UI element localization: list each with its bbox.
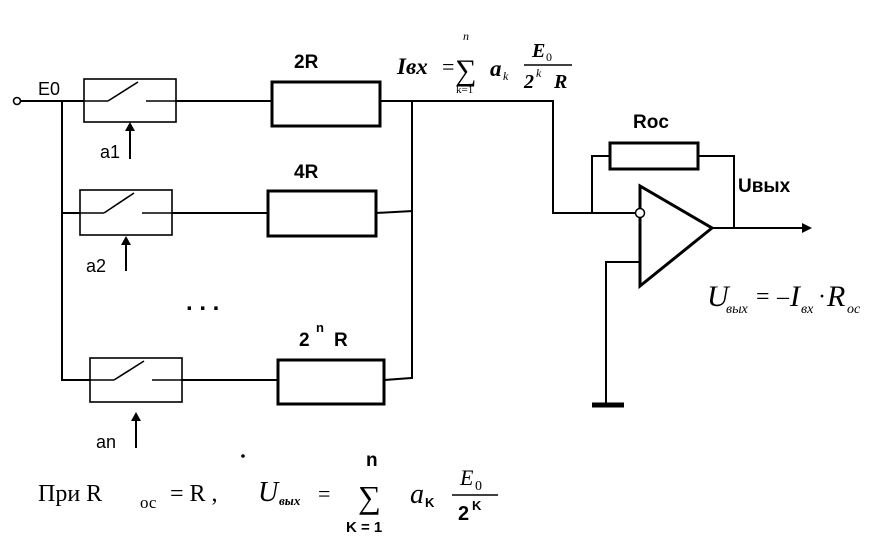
- svg-text:ос: ос: [140, 493, 157, 512]
- svg-text:U: U: [707, 280, 731, 313]
- svg-text:0: 0: [475, 479, 482, 494]
- svg-text:U: U: [258, 477, 280, 508]
- label-an: an: [96, 432, 116, 452]
- control-arrow-a2: [121, 236, 131, 271]
- svg-text:вых: вых: [726, 302, 749, 317]
- svg-text:n: n: [366, 450, 378, 471]
- svg-text:E: E: [531, 40, 545, 62]
- svg-text:вх: вх: [801, 302, 814, 317]
- svg-text:R: R: [826, 280, 845, 313]
- label-roc: Roc: [633, 112, 669, 133]
- summing-wire: [411, 100, 637, 214]
- formula-bottom: При R ос = R , U вых = n ∑ K = 1 a K E 0…: [38, 450, 498, 536]
- control-arrow-a1: [125, 122, 135, 159]
- control-arrow-an: [131, 412, 141, 448]
- svg-text:2: 2: [458, 503, 469, 525]
- svg-text:a: a: [490, 56, 502, 81]
- stray-dot: [241, 454, 245, 458]
- svg-text:K: K: [472, 498, 482, 513]
- svg-text:= R ,: = R ,: [170, 481, 218, 507]
- svg-text:n: n: [463, 29, 469, 43]
- svg-text:∑: ∑: [455, 54, 476, 87]
- svg-text:I: I: [789, 280, 802, 313]
- label-e0: E0: [38, 79, 60, 99]
- input-terminal: [12, 96, 22, 106]
- switch-n: [89, 357, 183, 403]
- svg-text:ос: ос: [847, 302, 861, 317]
- label-2r: 2R: [294, 52, 319, 73]
- svg-text:k=1: k=1: [456, 84, 473, 96]
- svg-text:∑: ∑: [358, 479, 381, 515]
- label-a1: a1: [100, 142, 120, 162]
- label-4r: 4R: [294, 162, 319, 183]
- svg-text:·: ·: [818, 284, 826, 310]
- branch2-out-wire: [374, 209, 414, 215]
- svg-text:a: a: [410, 479, 424, 510]
- resistor-2r: [270, 80, 382, 128]
- svg-text:0: 0: [546, 50, 552, 64]
- formula-iin: Iвх = n ∑ k=1 a k E 0 2 k R: [396, 29, 572, 96]
- resistor-2nr: [276, 358, 386, 406]
- svg-text:вых: вых: [279, 493, 301, 508]
- svg-text:K: K: [425, 495, 435, 510]
- feedback-wire-right: [697, 155, 735, 229]
- svg-text:K = 1: K = 1: [346, 519, 382, 536]
- label-2nr-base: 2: [299, 330, 310, 351]
- opamp: [638, 183, 715, 290]
- switch-2: [79, 189, 173, 236]
- resistor-4r: [266, 189, 378, 238]
- switch-1: [83, 78, 177, 123]
- resistor-roc: [608, 141, 700, 171]
- branchn-out-wire: [382, 376, 414, 382]
- svg-text:При R: При R: [38, 481, 102, 507]
- formula-uout: U вых = – I вх · R ос: [707, 280, 861, 317]
- label-2nr-tail: R: [334, 330, 348, 351]
- label-a2: a2: [86, 256, 106, 276]
- svg-text:k: k: [536, 66, 542, 80]
- svg-text:Iвх: Iвх: [396, 54, 428, 79]
- svg-text:R: R: [553, 71, 567, 93]
- label-uout: Uвых: [738, 176, 791, 197]
- output-arrow: [802, 223, 812, 233]
- svg-text:=: =: [442, 54, 454, 79]
- svg-text:–: –: [776, 284, 790, 310]
- svg-text:=: =: [318, 481, 330, 506]
- inverting-input: [634, 207, 646, 219]
- svg-text:2: 2: [523, 71, 534, 93]
- svg-text:E: E: [459, 465, 474, 490]
- feedback-wire-left: [591, 155, 611, 214]
- label-2nr-exp: n: [316, 320, 324, 335]
- svg-text:=: =: [756, 284, 770, 310]
- svg-text:k: k: [503, 69, 509, 83]
- ellipsis: . . .: [186, 289, 219, 316]
